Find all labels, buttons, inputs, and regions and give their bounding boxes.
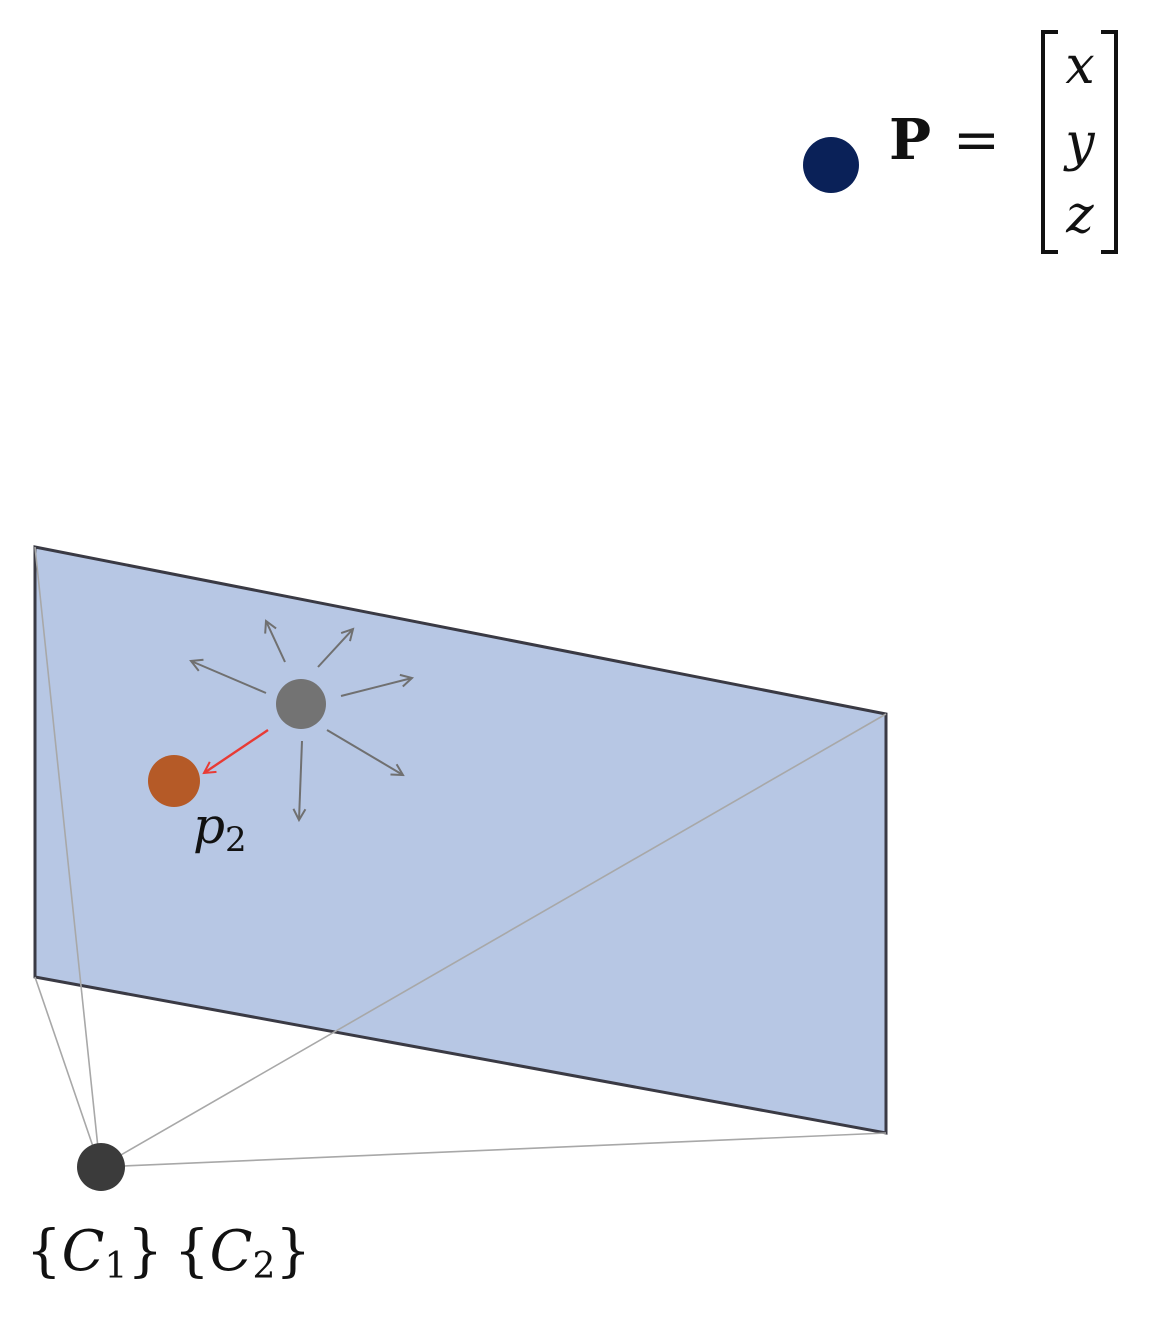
search-arrow-right — [340, 678, 412, 697]
image-plane — [33, 545, 888, 1135]
p2-point — [148, 755, 200, 807]
camera-label-c1-sub: 1 — [105, 1246, 128, 1287]
p2-label-base: p — [193, 797, 225, 855]
projection-line-top-left — [34, 546, 101, 1168]
camera-label-c1-close: } — [127, 1219, 163, 1284]
camera-label-c2-base: C — [210, 1219, 253, 1284]
camera-label-c1-base: C — [62, 1219, 105, 1284]
search-center-point — [276, 679, 326, 729]
point-P-equation: P = x y z — [889, 30, 1118, 254]
search-arrow-left — [191, 661, 267, 694]
equals-sign: = — [953, 108, 1000, 173]
camera-label-c2-close: } — [275, 1219, 311, 1284]
p2-label: p2 — [193, 797, 247, 860]
search-arrow-up-left — [266, 621, 286, 663]
projection-lines — [34, 546, 887, 1168]
camera-center — [77, 1143, 125, 1191]
best-match-arrow — [204, 729, 269, 773]
camera-label-c1: {C1} — [26, 1219, 163, 1287]
vector-y: y — [1063, 113, 1095, 173]
camera-label-c2-sub: 2 — [253, 1246, 276, 1287]
projection-line-bottom-right — [99, 1132, 887, 1168]
vector-x: x — [1065, 36, 1094, 96]
search-arrow-up-right — [317, 629, 353, 668]
search-arrows — [191, 621, 412, 820]
camera-label-c1-open: { — [26, 1219, 62, 1284]
search-arrow-down-right — [326, 729, 403, 775]
camera-label-c2: {C2} — [174, 1219, 311, 1287]
search-arrow-down — [299, 740, 302, 820]
vector-z: z — [1065, 185, 1094, 245]
camera-label-c2-open: { — [174, 1219, 210, 1284]
point-P — [803, 137, 859, 193]
projection-line-top-right — [99, 713, 887, 1168]
right-bracket — [1101, 30, 1118, 254]
left-bracket — [1041, 30, 1058, 254]
point-P-symbol: P — [889, 107, 931, 173]
projection-line-bottom-left — [34, 976, 101, 1168]
p2-label-sub: 2 — [225, 820, 247, 860]
